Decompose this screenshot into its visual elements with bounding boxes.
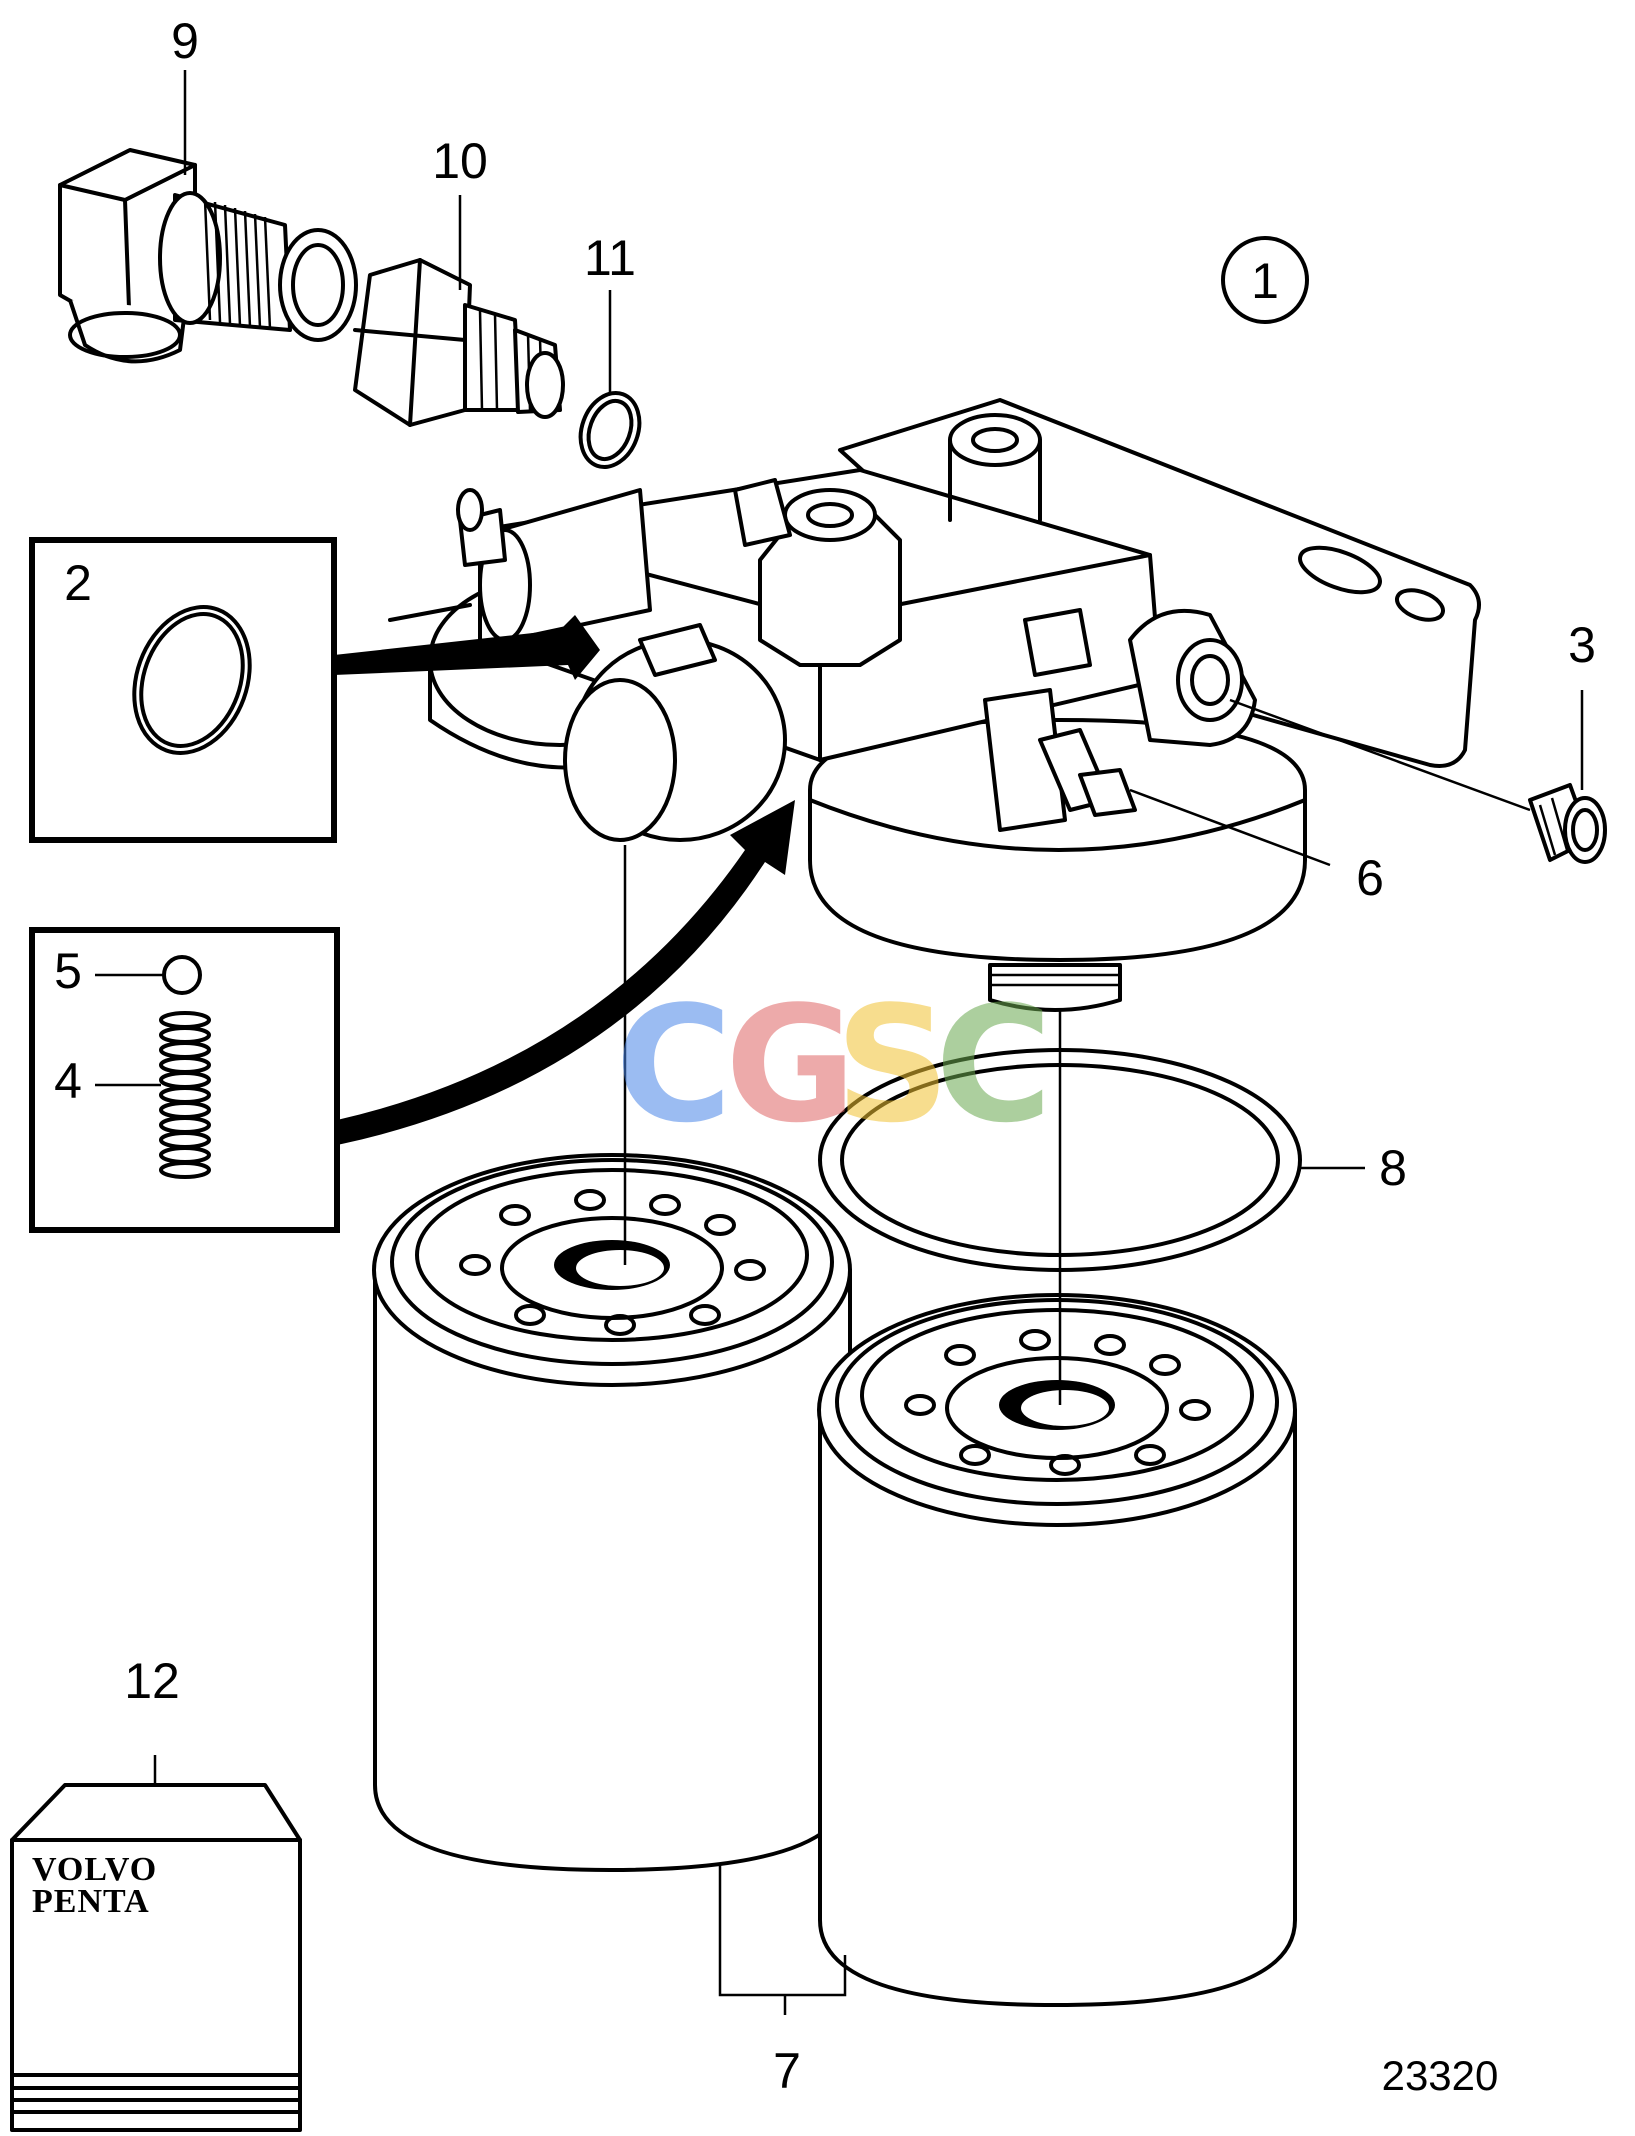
callout-4: 4: [54, 1053, 82, 1109]
leader-lines: [153, 70, 1584, 2015]
part-9-angle-fitting: [58, 148, 358, 364]
watermark-letter-3: S: [835, 971, 950, 1158]
inset-part-2: [29, 537, 600, 843]
callout-11: 11: [584, 230, 636, 286]
filter-head-bracket: [388, 398, 1481, 1012]
logo-line-volvo: VOLVO: [32, 1851, 157, 1888]
callout-3: 3: [1568, 617, 1596, 673]
callout-9: 9: [171, 13, 199, 69]
callout-12: 12: [124, 1653, 180, 1709]
callout-labels: 9 10 11 1 2 3 6 5 4 8 12 7 23320: [54, 13, 1596, 2099]
part-7-filter-right: [817, 1293, 1297, 2007]
part-11-o-ring: [578, 391, 642, 469]
callout-2: 2: [64, 555, 92, 611]
drawing-number: 23320: [1382, 2052, 1499, 2099]
watermark-letter-1: C: [615, 971, 732, 1158]
callout-1-circle: [1221, 236, 1309, 324]
part-7-filter-left: [372, 1153, 852, 1872]
callout-5: 5: [54, 943, 82, 999]
logo-line-penta: PENTA: [32, 1883, 150, 1920]
callout-1: 1: [1251, 253, 1279, 309]
callout-8: 8: [1379, 1140, 1407, 1196]
callout-7: 7: [773, 2043, 801, 2099]
inset-parts-4-5: [29, 800, 795, 1233]
callout-6: 6: [1356, 850, 1384, 906]
part-10-union-nipple: [353, 258, 565, 427]
watermark-letter-2: G: [725, 971, 856, 1158]
watermark: C G S C: [615, 971, 1052, 1158]
callout-10: 10: [432, 133, 488, 189]
part-12-kit-bag: VOLVO PENTA: [10, 1783, 302, 2132]
watermark-letter-4: C: [935, 971, 1052, 1158]
part-3-plug: [1528, 783, 1607, 864]
